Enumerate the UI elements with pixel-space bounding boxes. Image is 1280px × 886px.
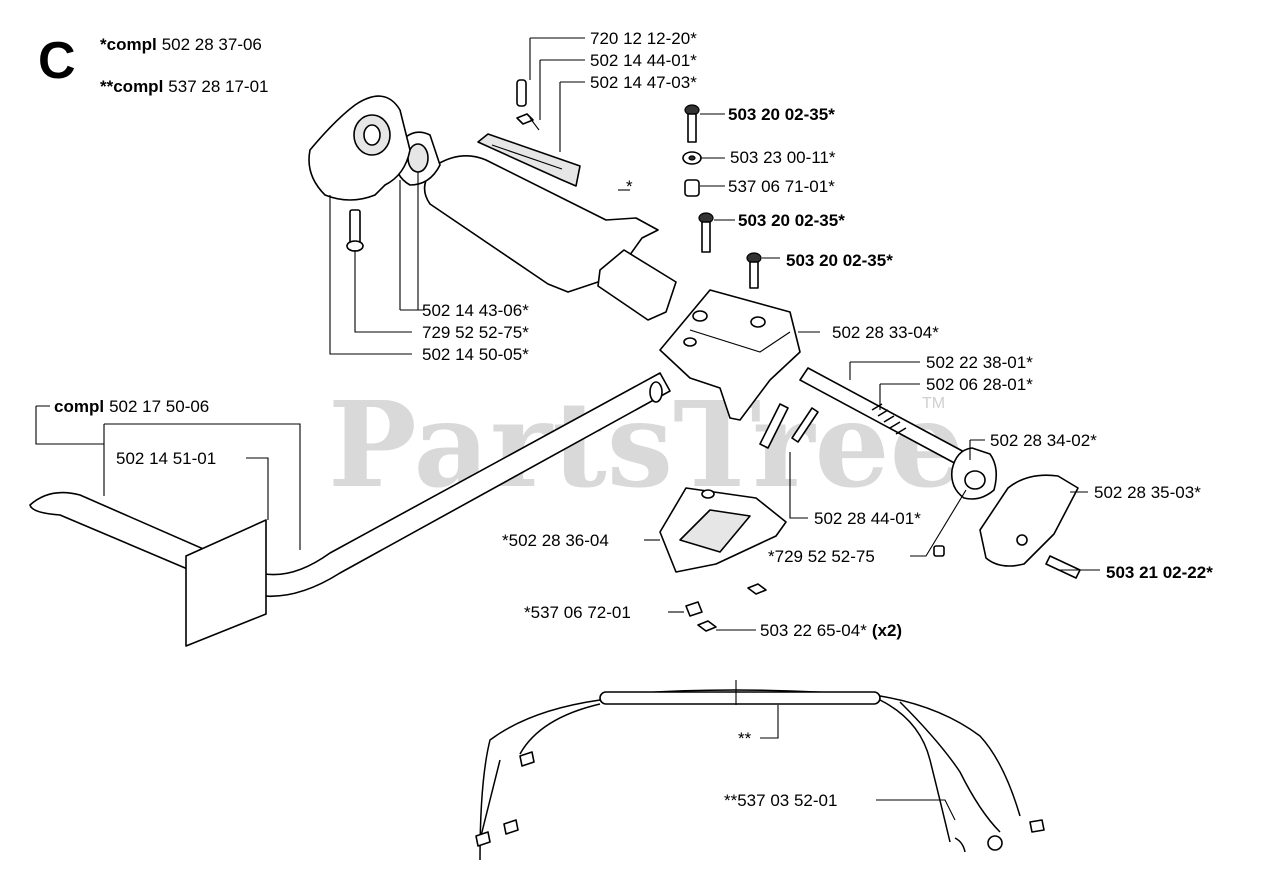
end-cap-part[interactable]: [950, 447, 998, 500]
cover-screw-part[interactable]: [1045, 555, 1081, 579]
label-502-06-28-01: 502 06 28-01*: [926, 375, 1033, 394]
nut-part-center[interactable]: [697, 620, 717, 632]
throttle-trigger-part[interactable]: [477, 133, 581, 187]
handle-bracket-lower-part[interactable]: [659, 487, 787, 573]
label-503-21-02-22: 503 21 02-22*: [1106, 563, 1213, 582]
label-729-52-52-75-b: *729 52 52-75: [768, 547, 875, 566]
handle-bar-part[interactable]: [29, 372, 671, 647]
label-537-03-52-01: **537 03 52-01: [724, 791, 837, 810]
label-502-14-44-01: 502 14 44-01*: [590, 51, 697, 70]
label-502-28-44-01: 502 28 44-01*: [814, 509, 921, 528]
clip-spring-parts[interactable]: [759, 403, 819, 449]
label-502-14-47-03: 502 14 47-03*: [590, 73, 697, 92]
watermark-tm: TM: [922, 395, 945, 412]
nut-part-right[interactable]: [747, 583, 767, 595]
label-537-06-71-01: 537 06 71-01*: [728, 177, 835, 196]
label-537-06-72-01: *537 06 72-01: [524, 603, 631, 622]
nut-part-left[interactable]: [685, 601, 703, 617]
label-star-grip: *: [626, 177, 633, 196]
screw-part-lower[interactable]: [933, 545, 945, 557]
pin-part[interactable]: [516, 79, 527, 107]
washer-part[interactable]: [682, 151, 702, 165]
label-502-14-43-06: 502 14 43-06*: [422, 301, 529, 320]
label-star-star-cable: **: [738, 729, 752, 748]
label-502-28-35-03: 502 28 35-03*: [1094, 483, 1201, 502]
screw-part-left[interactable]: [346, 209, 364, 252]
cable-harness[interactable]: [475, 689, 1045, 861]
label-502-28-36-04: *502 28 36-04: [502, 531, 609, 550]
screw-part-right[interactable]: [746, 252, 762, 289]
label-503-20-02-35-b: 503 20 02-35*: [738, 211, 845, 230]
label-503-20-02-35-c: 503 20 02-35*: [786, 251, 893, 270]
coil-spring-part[interactable]: [871, 403, 907, 435]
handle-bracket-upper-part[interactable]: [659, 289, 801, 421]
label-502-28-33-04: 502 28 33-04*: [832, 323, 939, 342]
label-720-12-12-20: 720 12 12-20*: [590, 29, 697, 48]
handle-grip-part[interactable]: [423, 155, 677, 321]
label-502-28-34-02: 502 28 34-02*: [990, 431, 1097, 450]
spacer-part[interactable]: [684, 179, 700, 197]
leader-lines: [35, 37, 1100, 821]
label-729-52-52-75: 729 52 52-75*: [422, 323, 529, 342]
section-letter: C: [38, 32, 76, 90]
spring-part[interactable]: [516, 113, 540, 131]
label-502-14-50-05: 502 14 50-05*: [422, 345, 529, 364]
label-503-23-00-11: 503 23 00-11*: [730, 148, 836, 167]
screw-part-top[interactable]: [684, 104, 700, 143]
label-503-20-02-35-a: 503 20 02-35*: [728, 105, 835, 124]
label-502-14-51-01: 502 14 51-01: [116, 449, 216, 468]
handle-housing-part[interactable]: [308, 95, 411, 201]
cover-plate-part[interactable]: [979, 474, 1079, 567]
label-502-22-38-01: 502 22 38-01*: [926, 353, 1033, 372]
screw-part-middle[interactable]: [698, 212, 714, 253]
label-503-22-65-04: 503 22 65-04*(x2): [760, 621, 902, 640]
